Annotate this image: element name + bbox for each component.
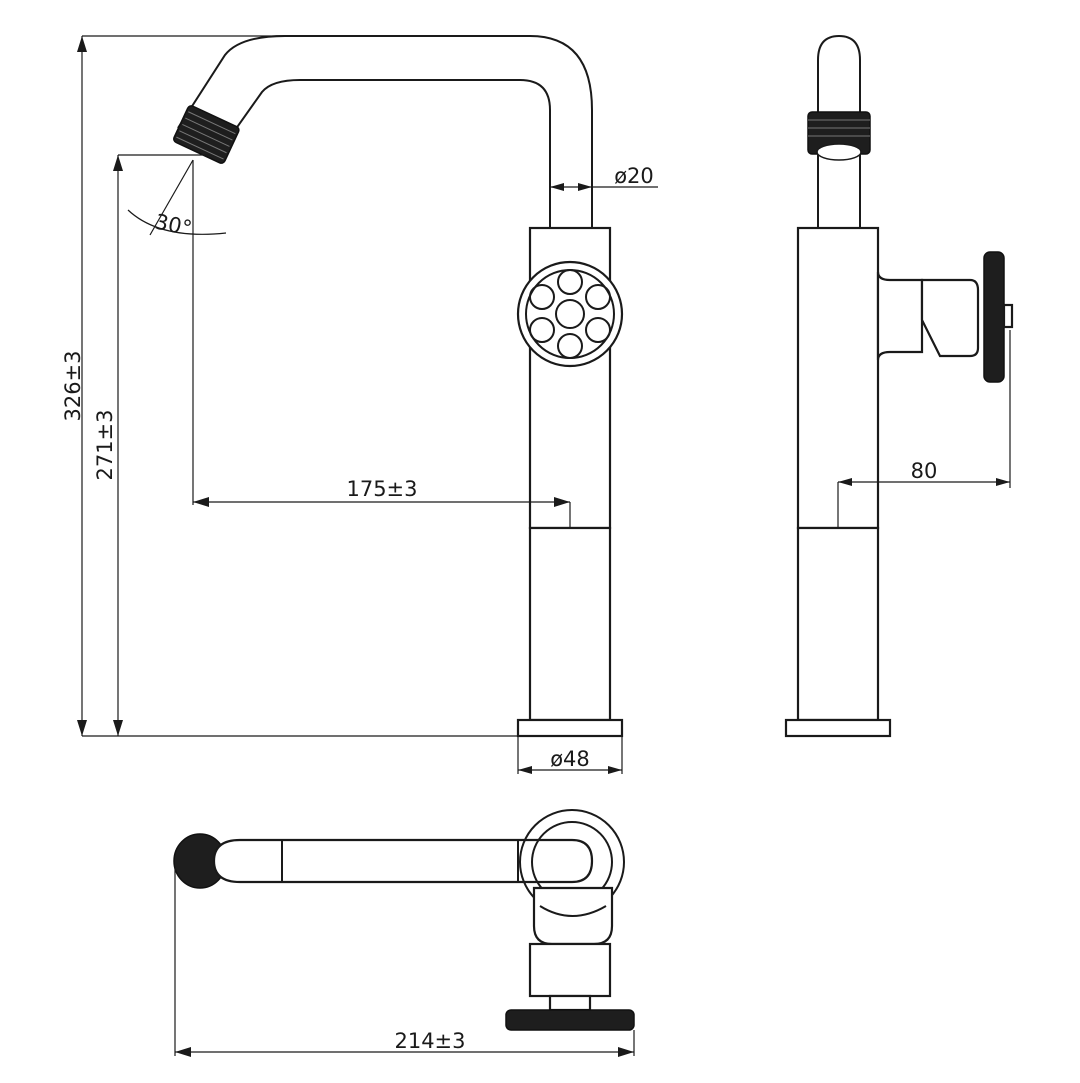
arrow-head	[550, 183, 564, 191]
top-view	[173, 809, 635, 1031]
side-dimensions: 80	[837, 330, 1011, 528]
arrow-head	[608, 766, 622, 774]
arrow-head	[518, 766, 532, 774]
side-body-upper	[796, 226, 880, 530]
wheel-hole	[557, 269, 583, 295]
side-handle-cap	[1002, 303, 1014, 329]
wheel-hole	[585, 284, 611, 310]
label-base-diameter: ø48	[550, 747, 590, 771]
aerator	[173, 105, 240, 164]
label-handle-projection: 80	[911, 459, 938, 483]
top-dimensions: 214±3	[174, 868, 635, 1057]
top-valve-stem	[528, 942, 612, 998]
label-overall-height: 326±3	[61, 350, 85, 421]
angle-arc	[127, 209, 227, 235]
faucet-base-plate	[516, 718, 624, 738]
side-valve-housing	[876, 271, 924, 361]
wheel-hole-center	[555, 299, 585, 329]
aerator-groove	[188, 111, 236, 135]
faucet-body-lower	[528, 526, 612, 722]
arrow-head	[838, 478, 852, 486]
label-spout-angle: 30°	[153, 210, 194, 241]
side-handle-wheel	[983, 251, 1005, 383]
wheel-hole	[529, 317, 555, 343]
top-valve-curve	[539, 905, 607, 917]
wheel-hole	[557, 333, 583, 359]
aerator-outlet	[816, 143, 862, 161]
side-base-plate	[784, 718, 892, 738]
wheel-hole	[529, 284, 555, 310]
arrow-head	[113, 720, 123, 736]
side-valve-stem	[920, 278, 980, 358]
top-spout	[212, 838, 594, 884]
side-body-lower	[796, 526, 880, 722]
label-outlet-height: 271±3	[93, 409, 117, 480]
front-dimensions: 326±3 271±3 30° 175±3 ø20 ø48	[61, 35, 658, 774]
top-handle-wheel	[505, 1009, 635, 1031]
arrow-head	[77, 720, 87, 736]
spout-outer-edge	[177, 35, 593, 230]
arrow-head	[578, 183, 592, 191]
arrow-head	[996, 478, 1010, 486]
arrow-head	[175, 1047, 191, 1057]
front-view	[173, 35, 624, 738]
arrow-head	[193, 497, 209, 507]
arrow-head	[77, 36, 87, 52]
label-spout-diameter: ø20	[614, 164, 654, 188]
top-stem-connector	[548, 994, 592, 1012]
aerator-groove	[185, 117, 233, 141]
aerator-groove	[182, 123, 230, 147]
wheel-hole	[585, 317, 611, 343]
spout-inner-edge	[227, 79, 551, 230]
side-view	[784, 34, 1014, 738]
side-aerator	[807, 111, 871, 161]
arrow-head	[113, 155, 123, 171]
arrow-head	[618, 1047, 634, 1057]
side-spout	[817, 34, 861, 228]
arrow-head	[554, 497, 570, 507]
aerator-groove	[176, 136, 224, 160]
label-overall-length: 214±3	[394, 1029, 465, 1053]
aerator-groove	[179, 130, 227, 154]
handle-wheel-outer	[516, 260, 624, 368]
label-reach: 175±3	[346, 477, 417, 501]
angle-line	[149, 159, 194, 236]
